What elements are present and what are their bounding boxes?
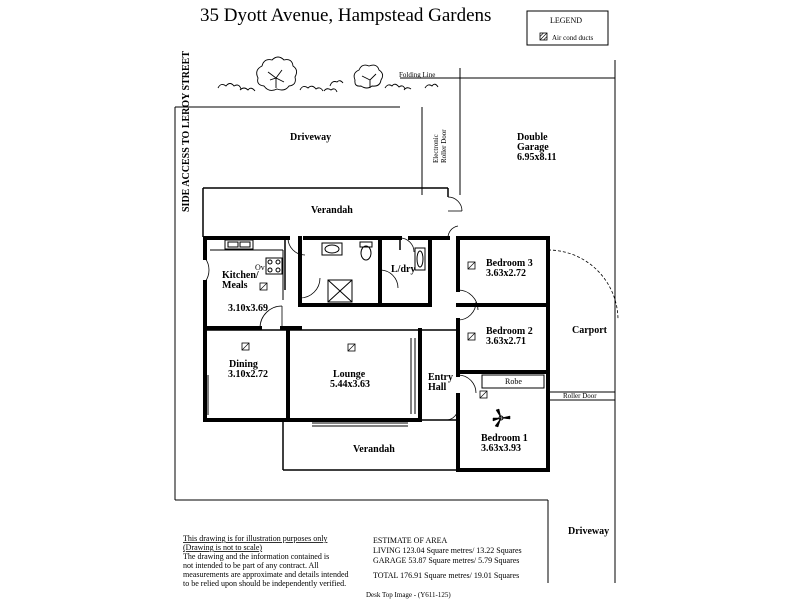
garage-label-2: Garage bbox=[517, 142, 549, 153]
bedroom2-label: Bedroom 2 bbox=[486, 326, 533, 337]
bedroom3-dims: 3.63x2.72 bbox=[486, 268, 526, 279]
bedroom1-label: Bedroom 1 bbox=[481, 433, 528, 444]
area-estimate: ESTIMATE OF AREA LIVING 123.04 Square me… bbox=[373, 536, 522, 580]
entry-label-1: Entry bbox=[428, 372, 453, 383]
air-cond-duct-icon bbox=[479, 390, 488, 399]
air-cond-duct-icon bbox=[539, 32, 548, 41]
area-garage: GARAGE 53.87 Square metres/ 5.79 Squares bbox=[373, 556, 519, 565]
robe bbox=[481, 374, 545, 389]
sliding-doors bbox=[207, 338, 416, 427]
lounge-label: Lounge bbox=[333, 369, 366, 380]
trees bbox=[217, 56, 439, 93]
side-access-label: SIDE ACCESS TO LEROY STREET bbox=[181, 51, 192, 212]
garage-dims: 6.95x8.11 bbox=[517, 152, 556, 163]
verandah-top bbox=[202, 187, 463, 237]
disclaimer-line-5: measurements are approximate and details… bbox=[183, 570, 349, 579]
air-cond-duct-icon bbox=[347, 343, 356, 352]
carport-label: Carport bbox=[572, 325, 608, 336]
kitchen-label-1: Kitchen/ bbox=[222, 270, 259, 281]
legend-item-label: Air cond ducts bbox=[552, 34, 593, 42]
air-cond-duct-icon bbox=[467, 332, 476, 341]
kitchen-fixtures bbox=[210, 239, 284, 300]
kitchen-label-2: Meals bbox=[222, 280, 248, 291]
house-walls bbox=[203, 236, 550, 472]
driveway-bottom-label: Driveway bbox=[568, 526, 609, 537]
footer-reference: Desk Top Image - (Y611-125) bbox=[366, 591, 451, 599]
lounge-dims: 5.44x3.63 bbox=[330, 379, 370, 390]
driveway-top-label: Driveway bbox=[290, 132, 331, 143]
roller-door-label: Roller Door bbox=[563, 392, 597, 400]
air-cond-duct-icon bbox=[467, 261, 476, 270]
legend: LEGEND Air cond ducts bbox=[526, 10, 609, 46]
door-swings bbox=[204, 225, 619, 421]
dining-label: Dining bbox=[229, 359, 258, 370]
disclaimer-line-6: to be relied upon should be independentl… bbox=[183, 579, 346, 588]
verandah-bottom-label: Verandah bbox=[353, 444, 395, 455]
area-living: LIVING 123.04 Square metres/ 13.22 Squar… bbox=[373, 546, 522, 555]
folding-line-label: Folding Line bbox=[399, 71, 435, 79]
area-total: TOTAL 176.91 Square metres/ 19.01 Square… bbox=[373, 571, 519, 580]
bedroom3-label: Bedroom 3 bbox=[486, 258, 533, 269]
verandah-bottom bbox=[282, 420, 458, 471]
garage-label-1: Double bbox=[517, 132, 548, 143]
disclaimer: This drawing is for illustration purpose… bbox=[183, 534, 349, 588]
area-heading: ESTIMATE OF AREA bbox=[373, 536, 447, 545]
bedroom1-dims: 3.63x3.93 bbox=[481, 443, 521, 454]
kitchen-dims: 3.10x3.69 bbox=[228, 303, 268, 314]
legend-heading: LEGEND bbox=[550, 16, 582, 25]
site-boundary bbox=[174, 60, 616, 583]
entry-label-2: Hall bbox=[428, 382, 447, 393]
bathroom-fixtures bbox=[321, 241, 426, 303]
bedroom2-dims: 3.63x2.71 bbox=[486, 336, 526, 347]
air-cond-duct-icon bbox=[259, 282, 268, 291]
disclaimer-line-1: This drawing is for illustration purpose… bbox=[183, 534, 327, 543]
roller-door-label-2: Roller Door bbox=[440, 129, 448, 163]
air-cond-ducts bbox=[241, 261, 488, 399]
dining-dims: 3.10x2.72 bbox=[228, 369, 268, 380]
laundry-label: L/dry bbox=[391, 264, 415, 275]
air-cond-duct-icon bbox=[241, 342, 250, 351]
disclaimer-line-4: not intended to be part of any contract.… bbox=[183, 561, 320, 570]
disclaimer-line-2: (Drawing is not to scale) bbox=[183, 543, 262, 552]
roller-door-label-1: Electronic bbox=[432, 134, 440, 163]
plan-title: 35 Dyott Avenue, Hampstead Gardens bbox=[200, 5, 491, 26]
verandah-top-label: Verandah bbox=[311, 205, 353, 216]
oven-label: Ov bbox=[255, 263, 265, 272]
disclaimer-line-3: The drawing and the information containe… bbox=[183, 552, 329, 561]
ceiling-fan-icon bbox=[492, 408, 511, 428]
robe-label: Robe bbox=[505, 377, 522, 386]
